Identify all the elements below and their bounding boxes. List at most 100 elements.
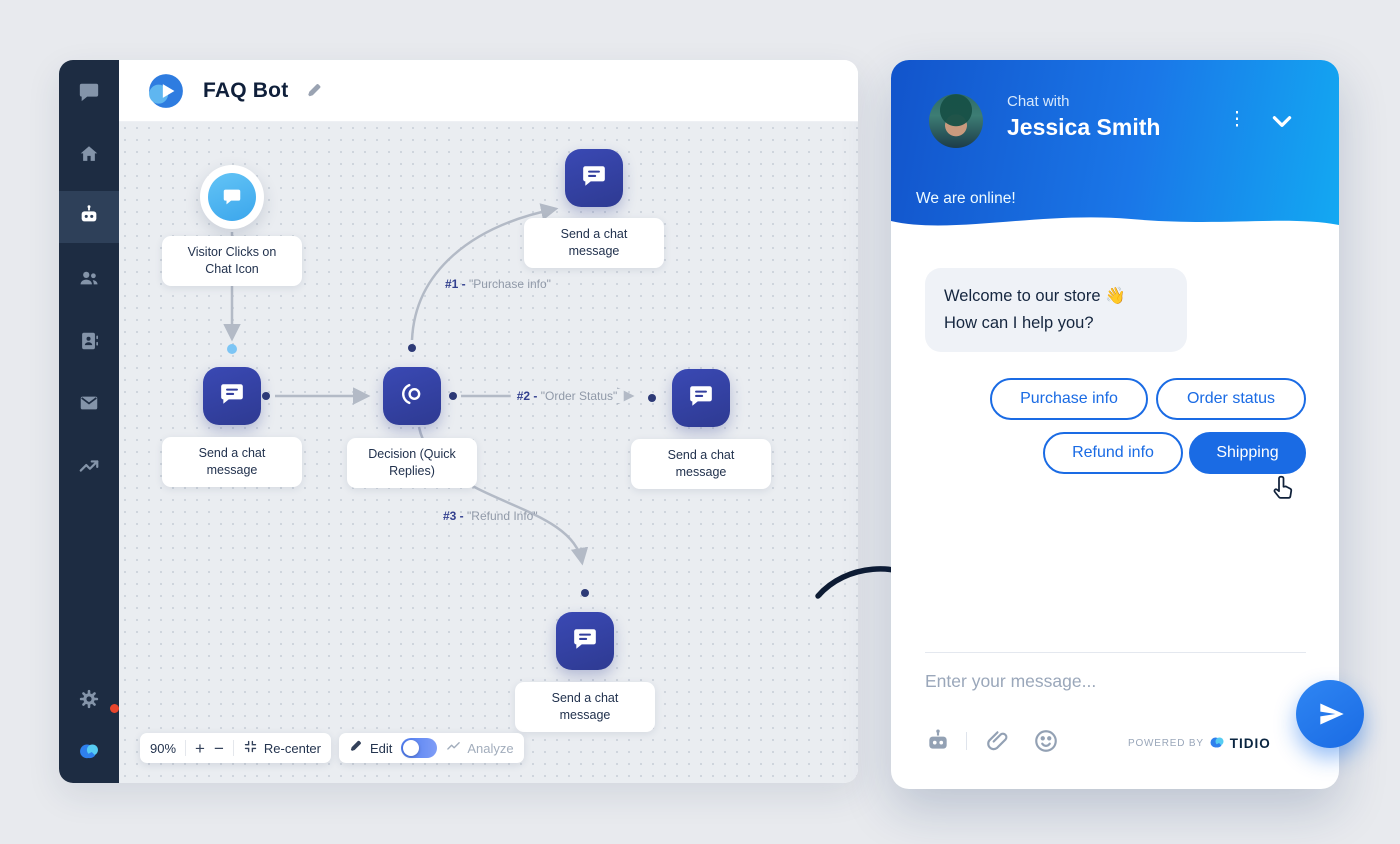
builder-header: FAQ Bot — [119, 60, 858, 122]
msg-left-line2: message — [206, 462, 258, 477]
recenter-button[interactable]: Re-center — [243, 739, 321, 757]
zoom-out-button[interactable]: − — [213, 738, 224, 758]
online-status: We are online! — [916, 190, 1016, 207]
analyze-icon — [446, 739, 461, 757]
node-label-decision: Decision (Quick Replies) — [347, 438, 477, 488]
node-trigger[interactable] — [200, 165, 264, 229]
emoji-smiley-icon[interactable] — [1033, 728, 1059, 754]
mail-icon — [78, 392, 100, 419]
home-icon — [78, 143, 100, 170]
quick-reply-purchase-info[interactable]: Purchase info — [990, 378, 1148, 420]
analyze-label: Analyze — [467, 740, 514, 756]
send-button[interactable] — [1296, 680, 1364, 748]
decision-line2: Replies) — [389, 463, 435, 478]
minimize-chevron-icon[interactable] — [1269, 108, 1295, 134]
node-label-trigger: Visitor Clicks on Chat Icon — [162, 236, 302, 286]
sidebar-tidio-logo — [59, 728, 119, 780]
edge-3-number: #3 - — [443, 509, 464, 523]
app-sidebar — [59, 60, 119, 783]
msg-right-line2: message — [675, 464, 727, 479]
footer-divider — [966, 732, 967, 750]
zoom-level: 90% — [150, 740, 177, 756]
decision-quick-replies-icon — [399, 381, 425, 412]
trigger-label-line1: Visitor Clicks on — [187, 245, 277, 259]
canvas-toolbar: 90% + − Re-center Edit — [140, 733, 524, 763]
edge-2-text: "Order Status" — [540, 389, 618, 403]
message-input[interactable] — [925, 664, 1225, 698]
edit-analyze-toggle[interactable] — [401, 738, 438, 758]
paper-plane-icon — [1319, 703, 1344, 725]
chat-message-icon — [581, 163, 607, 194]
hand-cursor-icon — [1273, 475, 1293, 499]
tidio-logo — [78, 741, 100, 768]
avatar — [929, 94, 983, 148]
chat-icon — [78, 81, 100, 108]
flow-builder-window: FAQ Bot — [59, 60, 858, 783]
sidebar-item-contacts[interactable] — [59, 317, 119, 369]
powered-by-label: POWERED BY — [1128, 737, 1204, 749]
sidebar-item-analytics[interactable] — [59, 442, 119, 494]
edit-pencil-icon — [349, 739, 364, 757]
edge-label-2: #2 - "Order Status" — [510, 389, 624, 403]
mode-controls: Edit Analyze — [338, 733, 524, 763]
edit-mode-button[interactable]: Edit — [349, 739, 392, 757]
node-label-msg-top: Send a chat message — [524, 218, 664, 268]
node-label-msg-bottom: Send a chat message — [515, 682, 655, 732]
notification-dot — [110, 704, 119, 713]
chat-message-icon — [572, 626, 598, 657]
node-msg-right[interactable] — [672, 369, 730, 427]
bot-footer-icon[interactable] — [925, 728, 951, 754]
sidebar-item-people[interactable] — [59, 254, 119, 306]
edit-label: Edit — [369, 740, 393, 756]
node-decision[interactable] — [383, 367, 441, 425]
menu-kebab-icon[interactable]: ⋮ — [1227, 109, 1247, 130]
msg-top-line2: message — [568, 243, 620, 258]
sidebar-item-chat[interactable] — [59, 68, 119, 120]
builder-main: FAQ Bot — [119, 60, 858, 783]
welcome-line2: How can I help you? — [944, 313, 1094, 332]
sidebar-item-settings[interactable] — [59, 675, 119, 727]
node-label-msg-left: Send a chat message — [162, 437, 302, 487]
node-msg-top[interactable] — [565, 149, 623, 207]
sidebar-item-bot[interactable] — [59, 191, 119, 243]
zoom-controls: 90% + − Re-center — [140, 733, 331, 763]
msg-right-line1: Send a chat — [667, 448, 735, 462]
powered-by[interactable]: POWERED BY TIDIO — [1128, 735, 1271, 751]
tidio-logo-small — [1209, 735, 1225, 751]
wave-decoration — [891, 217, 1339, 238]
zoom-in-button[interactable]: + — [195, 738, 205, 758]
edge-label-1: #1 - "Purchase info" — [445, 277, 551, 291]
chat-with-label: Chat with — [1007, 93, 1070, 110]
input-divider — [925, 652, 1306, 653]
edge-1-number: #1 - — [445, 277, 466, 291]
attachment-paperclip-icon[interactable] — [985, 728, 1011, 754]
quick-reply-shipping[interactable]: Shipping — [1189, 432, 1306, 474]
settings-gear-icon — [78, 688, 100, 715]
node-msg-bottom[interactable] — [556, 612, 614, 670]
flow-canvas[interactable]: #1 - "Purchase info" #2 - "Order Status"… — [119, 122, 858, 783]
chat-widget: Chat with Jessica Smith ⋮ We are online!… — [891, 60, 1364, 789]
rename-pencil-icon[interactable] — [306, 82, 324, 100]
analytics-icon — [78, 455, 100, 482]
sidebar-item-home[interactable] — [59, 130, 119, 182]
node-msg-left[interactable] — [203, 367, 261, 425]
divider — [185, 740, 187, 756]
quick-reply-order-status[interactable]: Order status — [1156, 378, 1306, 420]
recenter-icon — [243, 739, 258, 757]
agent-name: Jessica Smith — [1007, 114, 1161, 140]
quick-reply-refund-info[interactable]: Refund info — [1043, 432, 1183, 474]
bot-icon — [78, 204, 100, 231]
edge-1-text: "Purchase info" — [469, 277, 551, 291]
brand-name: TIDIO — [1229, 735, 1271, 751]
page-title: FAQ Bot — [203, 78, 289, 102]
chat-message-icon — [688, 383, 714, 414]
decision-line1: Decision (Quick — [368, 447, 456, 461]
edge-2-number: #2 - — [516, 389, 538, 403]
msg-bottom-line1: Send a chat — [551, 691, 619, 705]
edge-label-3: #3 - "Refund Info" — [443, 509, 538, 523]
recenter-label: Re-center — [263, 740, 321, 756]
faq-bot-logo — [147, 72, 185, 110]
sidebar-item-inbox[interactable] — [59, 379, 119, 431]
analyze-mode-button[interactable]: Analyze — [446, 739, 514, 757]
